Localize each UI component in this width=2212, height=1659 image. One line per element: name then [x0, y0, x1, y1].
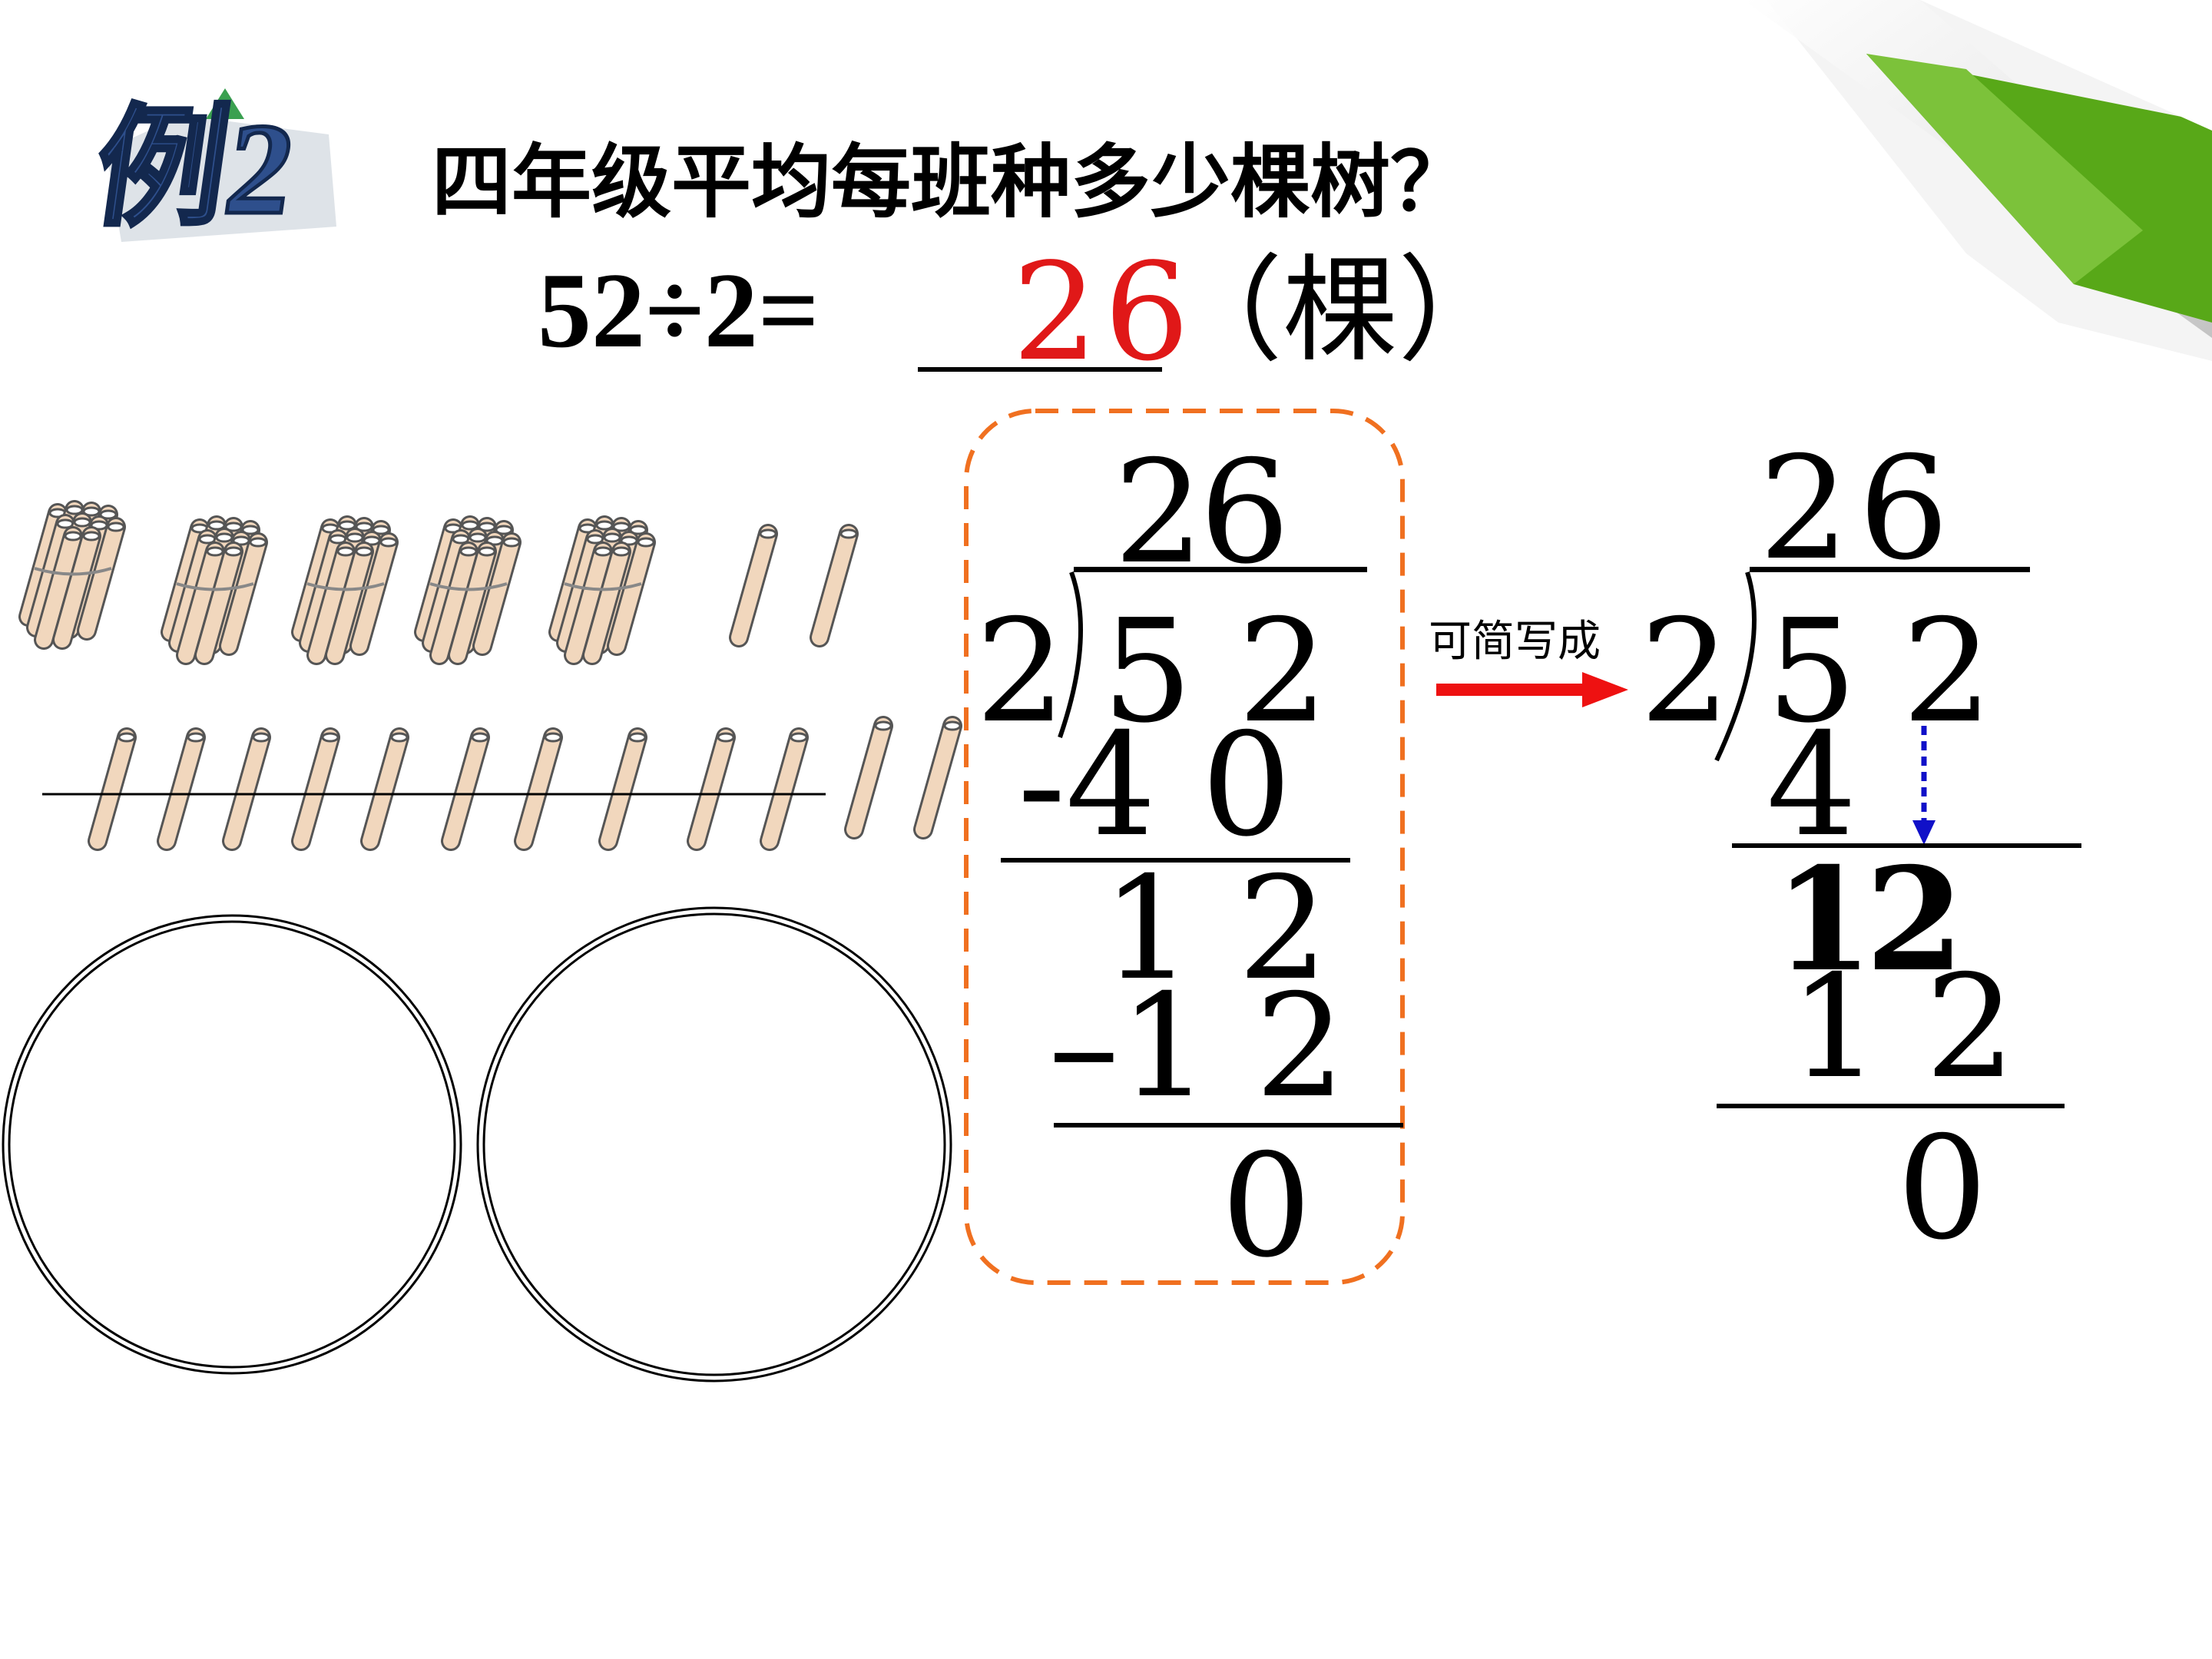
equation-answer: 26 — [1012, 235, 1196, 391]
full-remainder2: 0 — [1221, 1123, 1312, 1289]
equation-unit: （棵） — [1167, 244, 1514, 378]
short-divisor: 2 — [1640, 588, 1730, 754]
badge-shape — [106, 88, 336, 242]
division-bracket-full — [1058, 571, 1083, 738]
short-rule-2 — [1717, 1104, 2065, 1108]
full-divisor: 2 — [975, 588, 1066, 754]
short-remainder1: 12 — [1774, 836, 1964, 1003]
full-step1: -4 0 — [1018, 702, 1292, 868]
full-dividend: 5 2 — [1102, 588, 1329, 754]
full-quotient: 26 — [1114, 429, 1290, 595]
short-dividend: 5 2 — [1767, 588, 1993, 754]
simplify-label: 可简写成 — [1429, 617, 1601, 667]
short-step2: 1 2 — [1790, 944, 2016, 1110]
equation-left: 52÷2= — [538, 251, 820, 370]
short-rule-1 — [1732, 843, 2081, 848]
full-step2: –1 2 — [1048, 963, 1346, 1129]
short-division-bar — [1750, 567, 2030, 572]
short-remainder2: 0 — [1897, 1105, 1988, 1271]
full-rule-2 — [1054, 1123, 1403, 1128]
question-title: 四年级平均每班种多少棵树？ — [432, 135, 1471, 229]
short-step1: 4 — [1767, 702, 1857, 868]
division-bracket-short — [1714, 571, 1757, 762]
answer-underline — [918, 367, 1162, 372]
full-division-bar — [1074, 567, 1367, 572]
full-remainder1: 1 2 — [1102, 846, 1329, 1012]
dashed-box — [964, 409, 1405, 1285]
short-quotient: 26 — [1759, 426, 1959, 591]
example-badge: 例2 — [84, 88, 352, 246]
full-rule-1 — [1001, 858, 1350, 863]
